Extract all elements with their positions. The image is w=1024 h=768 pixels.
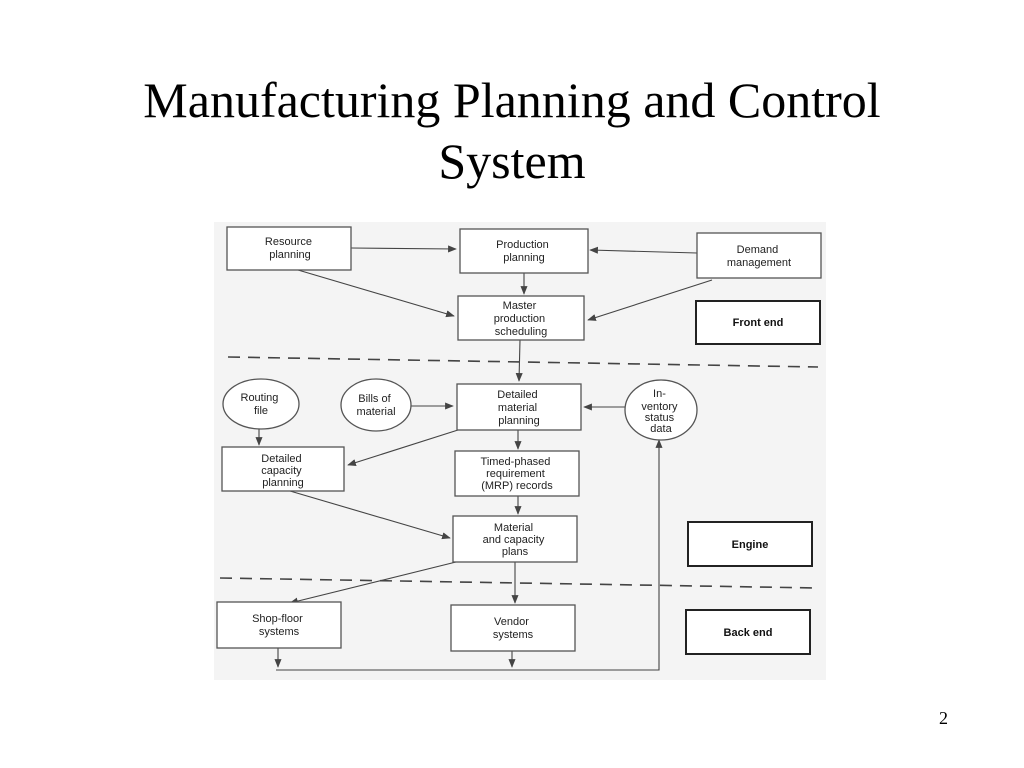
- section-engine: Engine: [687, 521, 813, 567]
- section-label-back-end: Back end: [724, 627, 773, 639]
- section-front-end: Front end: [695, 300, 821, 345]
- node-label: Shop-floor systems: [252, 613, 306, 638]
- node-detailed-material-planning: Detailed material planning: [456, 383, 582, 431]
- node-mrp-records: Timed-phased requirement (MRP) records: [454, 450, 580, 497]
- node-routing-file: Routing file: [222, 378, 300, 430]
- slide-title: Manufacturing Planning and Control Syste…: [0, 70, 1024, 192]
- arrow-mps-to-dmp: [515, 339, 523, 382]
- node-label: Production planning: [496, 239, 552, 264]
- node-label: Material and capacity plans: [483, 522, 548, 558]
- slide-title-line-2: System: [438, 133, 586, 189]
- section-label-front-end: Front end: [733, 317, 784, 329]
- arrow-demand-to-mps: [587, 279, 713, 321]
- section-back-end: Back end: [685, 609, 811, 655]
- node-label: Vendor systems: [493, 616, 534, 641]
- arrow-dmp-to-dcp: [347, 429, 459, 466]
- node-label: Bills of material: [356, 393, 395, 418]
- node-label: Master production scheduling: [494, 300, 548, 338]
- node-production-planning: Production planning: [459, 228, 589, 274]
- node-demand-management: Demand management: [696, 232, 822, 279]
- node-detailed-capacity-planning: Detailed capacity planning: [221, 446, 345, 492]
- node-label: Routing file: [241, 392, 282, 417]
- diagram-arrows: [255, 245, 713, 671]
- section-label-engine: Engine: [732, 539, 769, 551]
- slide-title-line-1: Manufacturing Planning and Control: [143, 72, 881, 128]
- node-inventory-status-data: In- ventory status data: [624, 379, 698, 441]
- node-material-capacity-plans: Material and capacity plans: [452, 515, 578, 563]
- page-number: 2: [939, 708, 948, 728]
- arrow-resource-to-production: [350, 245, 457, 253]
- node-label: Demand management: [727, 244, 791, 269]
- node-bills-of-material: Bills of material: [340, 378, 412, 432]
- node-master-production-scheduling: Master production scheduling: [457, 295, 585, 341]
- node-label: In- ventory status data: [641, 388, 680, 435]
- arrow-resource-to-mps: [297, 269, 455, 318]
- node-vendor-systems: Vendor systems: [450, 604, 576, 652]
- arrow-plans-to-shopfloor: [289, 560, 461, 605]
- node-label: Resource planning: [265, 236, 315, 261]
- node-label: Detailed capacity planning: [261, 453, 304, 489]
- node-resource-planning: Resource planning: [226, 226, 352, 271]
- arrow-feedback-to-inventory: [276, 439, 663, 671]
- front-end-divider: [227, 356, 819, 368]
- node-label: Timed-phased requirement (MRP) records: [481, 456, 554, 492]
- node-label: Detailed material planning: [497, 389, 540, 427]
- arrow-demand-to-production: [589, 246, 698, 254]
- arrow-dcp-to-plans: [289, 490, 451, 540]
- node-shop-floor-systems: Shop-floor systems: [216, 601, 342, 649]
